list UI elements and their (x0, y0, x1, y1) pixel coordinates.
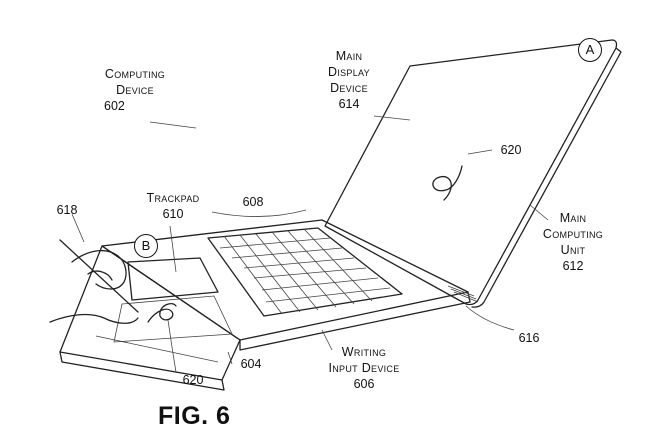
label-drawing-display-ref: 620 (500, 143, 522, 157)
leader-612 (529, 204, 549, 221)
leader-620-bottom (167, 319, 177, 373)
lower-hand (49, 313, 139, 324)
label-writing-input: Writing Input Device 606 (312, 344, 416, 392)
label-main-computing-unit-line3: Unit (560, 243, 586, 257)
marker-a: A (578, 38, 602, 62)
leader-604 (227, 351, 233, 365)
label-main-computing-unit: Main Computing Unit 612 (534, 210, 612, 274)
figure-caption: FIG. 6 (158, 402, 231, 430)
label-writing-input-line2: Input Device (328, 361, 400, 375)
leader-620-top (467, 149, 493, 155)
label-main-computing-unit-ref: 612 (562, 259, 584, 273)
display-panel-thickness (471, 47, 622, 308)
label-hinge-ref: 616 (518, 331, 540, 345)
label-main-display: Main Display Device 614 (318, 48, 380, 112)
label-computing-device: Computing Device 602 (96, 66, 174, 114)
display-squiggle (432, 165, 463, 201)
lower-trackpad-region (113, 295, 233, 343)
writing-input-surface (59, 245, 241, 381)
leader-608 (211, 209, 307, 217)
label-stylus-ref: 618 (56, 203, 78, 217)
hand-holding-stylus (71, 250, 127, 290)
label-computing-device-line1: Computing (104, 67, 166, 81)
base-thickness (239, 291, 471, 351)
leader-614 (373, 115, 411, 121)
label-trackpad-line1: Trackpad (146, 191, 200, 205)
writing-input-bottom (59, 351, 225, 391)
label-trackpad: Trackpad 610 (140, 190, 206, 222)
label-surface-edge-ref: 604 (240, 357, 262, 371)
marker-b: B (134, 234, 158, 258)
stylus (59, 239, 139, 313)
label-writing-input-line1: Writing (341, 345, 387, 359)
trackpad-outline (127, 257, 219, 301)
label-computing-device-line2: Device (116, 83, 154, 97)
keyboard-keys (207, 227, 403, 317)
input-squiggle (147, 302, 177, 323)
base-deck (101, 219, 469, 341)
leader-610 (169, 225, 177, 273)
label-drawing-input-ref: 620 (182, 373, 204, 387)
label-main-display-line1: Main (335, 49, 363, 63)
label-main-computing-unit-line2: Computing (542, 227, 604, 241)
hinge-lines (447, 285, 479, 303)
label-main-computing-unit-line1: Main (559, 211, 587, 225)
label-keyboard-ref: 608 (242, 195, 264, 209)
leader-602 (149, 121, 197, 129)
leader-618 (71, 213, 85, 243)
label-trackpad-ref: 610 (162, 207, 184, 221)
leader-616 (465, 305, 515, 331)
label-main-display-line2: Display (328, 65, 370, 79)
display-panel (324, 39, 618, 306)
label-computing-device-ref: 602 (104, 99, 125, 113)
label-main-display-line3: Device (330, 81, 368, 95)
leader-606 (321, 329, 333, 351)
label-writing-input-ref: 606 (353, 377, 375, 391)
writing-input-inner-edge (95, 335, 219, 363)
label-main-display-ref: 614 (338, 97, 360, 111)
